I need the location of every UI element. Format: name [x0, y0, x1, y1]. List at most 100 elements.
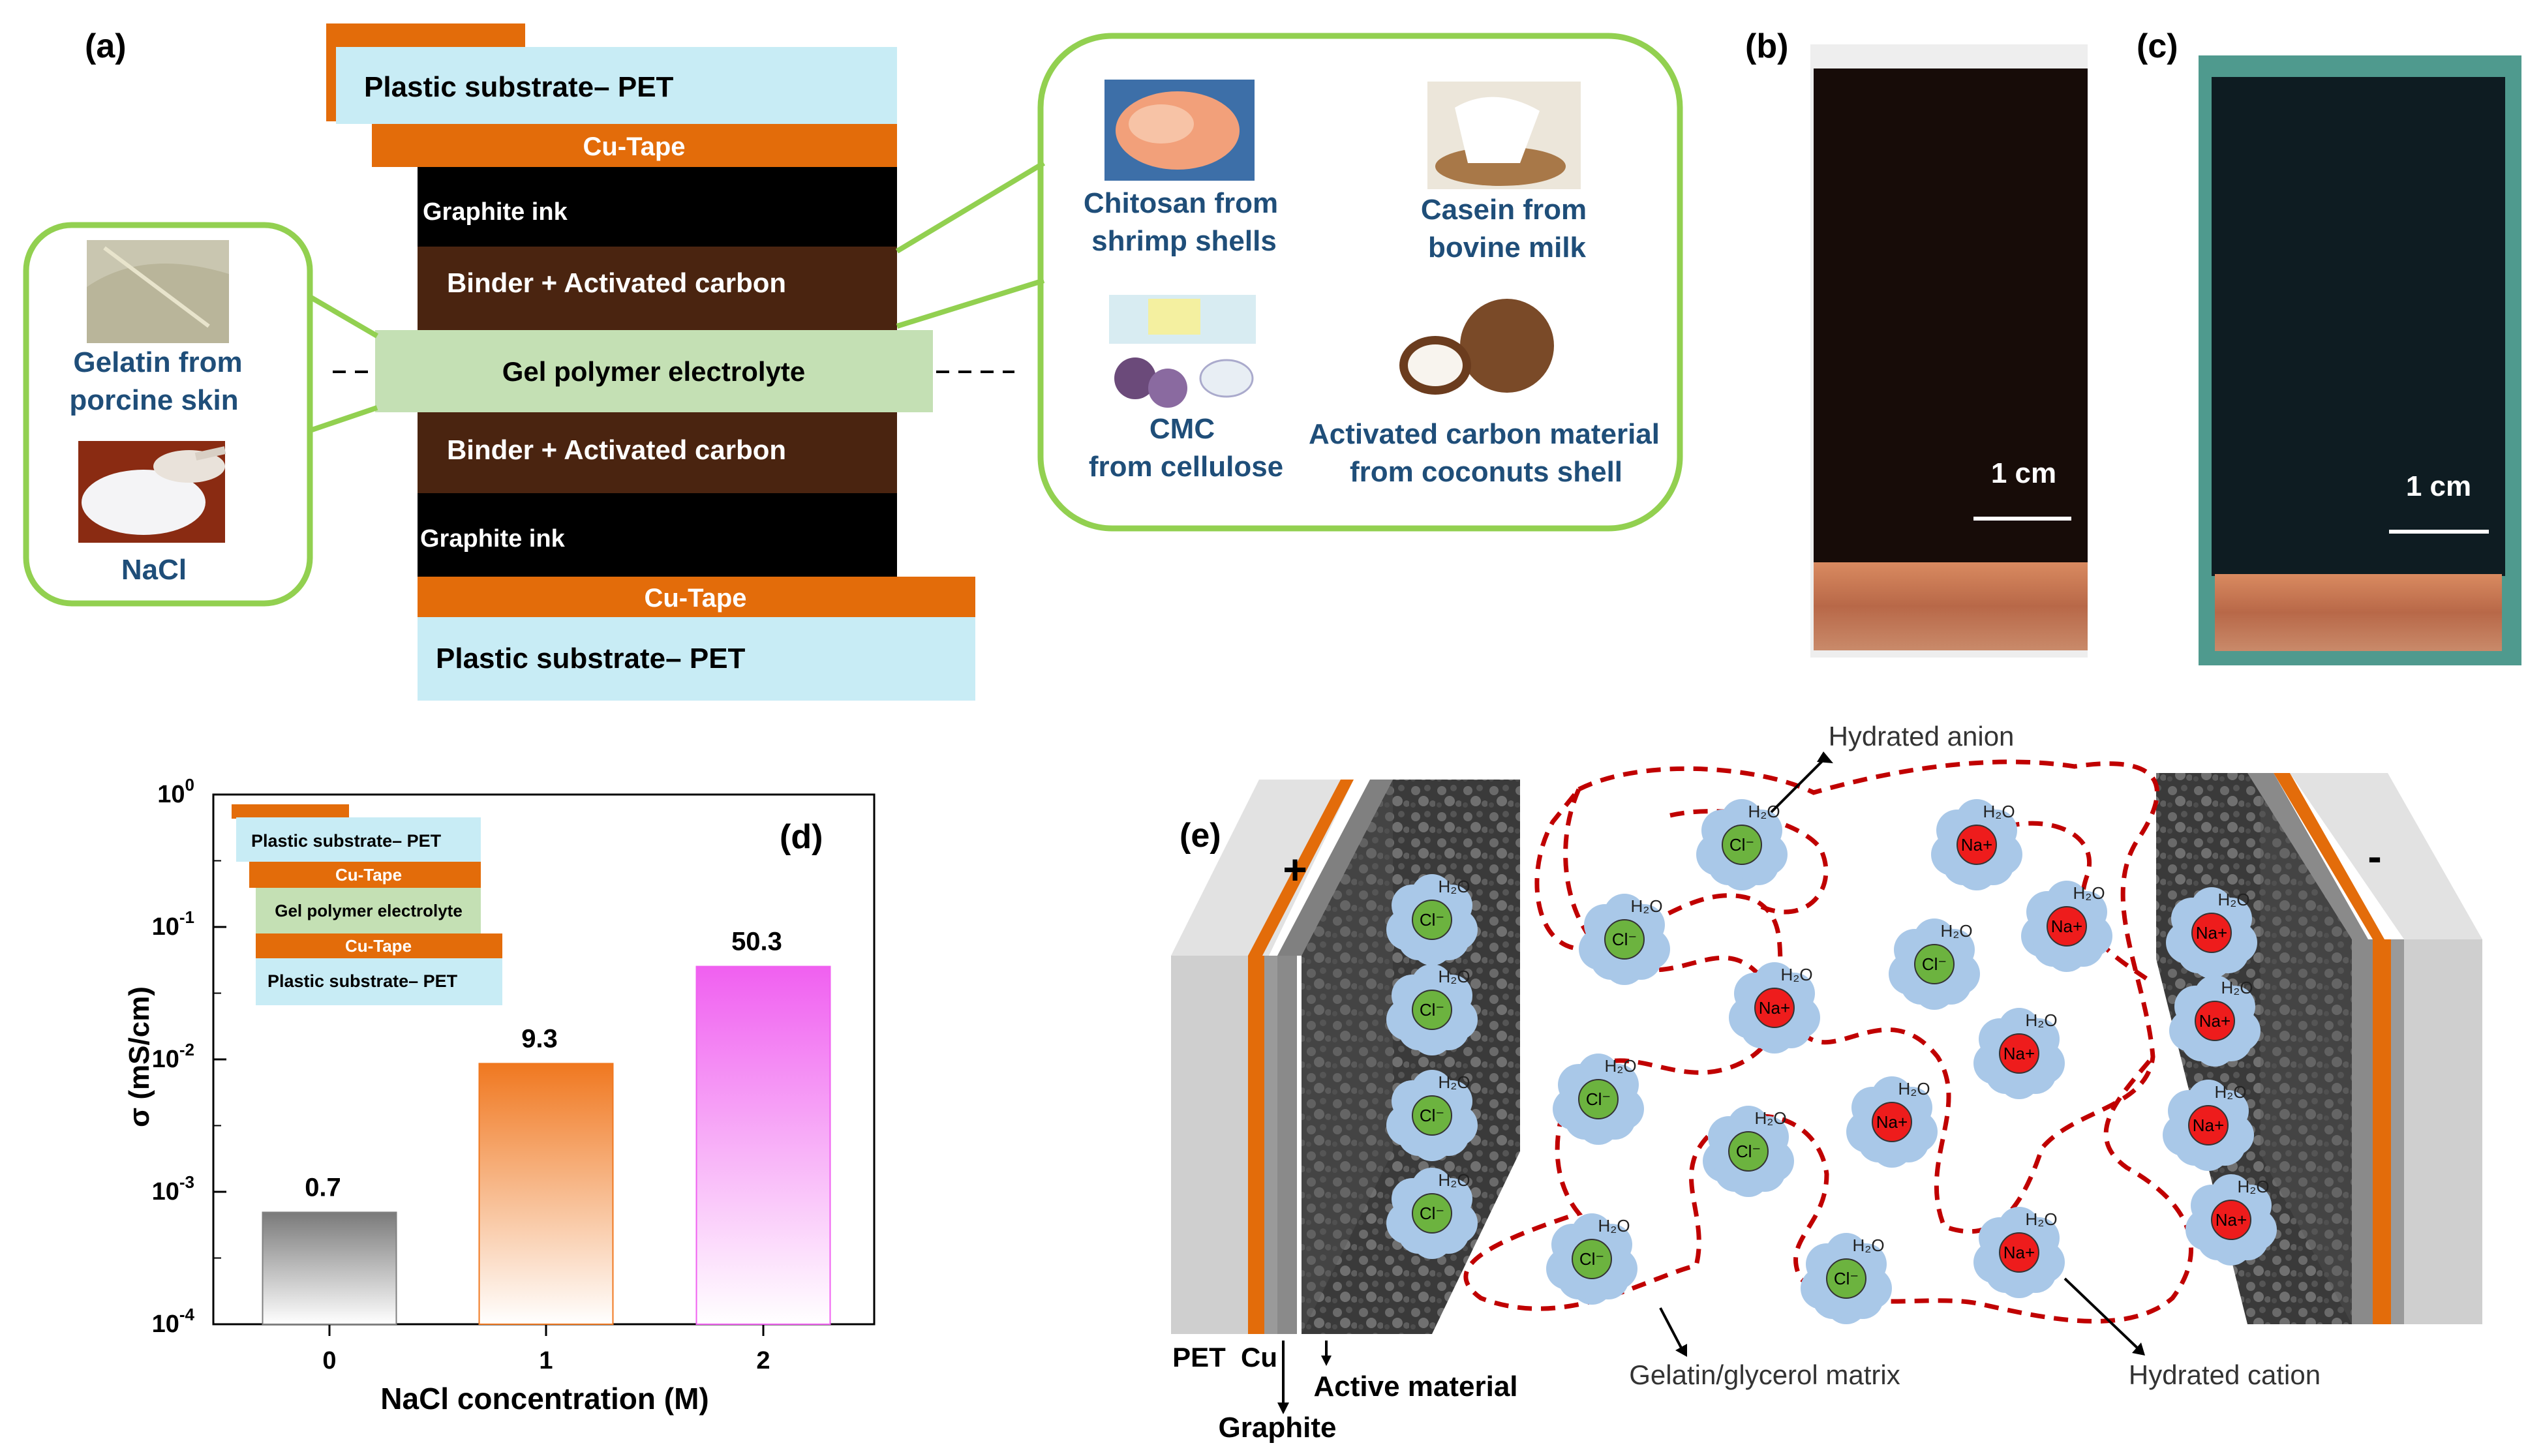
svg-text:H₂O: H₂O: [2237, 1177, 2269, 1196]
inset-cu-top: Cu-Tape: [335, 865, 402, 885]
y-axis-label: σ (mS/cm): [123, 986, 155, 1127]
label-hydrated-cation: Hydrated cation: [2129, 1359, 2321, 1390]
chloride-ion: Cl⁻ H₂O: [1696, 799, 1788, 890]
svg-text:Na+: Na+: [2216, 1210, 2247, 1230]
label-cu: Cu: [1241, 1342, 1277, 1373]
layer-gel: [375, 330, 933, 412]
casein-image: [1427, 82, 1581, 189]
label-casein-1: Casein from: [1421, 194, 1587, 226]
panel-a: (a) Plastic substrate– PET Cu-Tape Graph…: [23, 23, 1683, 701]
chloride-ion: Cl⁻H₂O: [1889, 918, 1980, 1010]
sodium-ion: Na+H₂O: [2021, 881, 2112, 972]
label-cmc-1: CMC: [1150, 413, 1215, 445]
x-axis-label: NaCl concentration (M): [380, 1382, 708, 1416]
arrowhead-hydrated-cation: [2132, 1342, 2145, 1356]
svg-text:Cl⁻: Cl⁻: [1729, 835, 1754, 855]
layer-binder-bottom: [418, 412, 897, 493]
layer-binder-top: [418, 247, 897, 330]
chloride-ion: Cl⁻ H₂O: [1801, 1233, 1892, 1324]
svg-text:H₂O: H₂O: [2073, 883, 2105, 903]
label-cu-top: Cu-Tape: [583, 132, 685, 161]
label-gelatin-1: Gelatin from: [73, 346, 242, 378]
gelatin-image: [87, 240, 229, 343]
y-tick-label: 100: [157, 775, 194, 808]
right-connector-top: [895, 160, 1046, 254]
scale-label-c: 1 cm: [2406, 470, 2471, 502]
panel-label-b: (b): [1745, 27, 1788, 65]
arrowhead-gelatin-matrix: [1675, 1344, 1687, 1357]
layer-cu-top: [372, 124, 897, 167]
chloride-ion: Cl⁻ H₂O: [1386, 1070, 1478, 1161]
y-tick-label: 10-3: [152, 1172, 194, 1206]
cmc-image: [1109, 295, 1256, 408]
svg-text:Na+: Na+: [2003, 1044, 2035, 1063]
svg-text:Cl⁻: Cl⁻: [1834, 1269, 1859, 1288]
label-graphite: Graphite: [1219, 1412, 1337, 1444]
svg-text:Na+: Na+: [2196, 923, 2227, 943]
photo-c-copper: [2215, 574, 2502, 651]
label-graphite-bottom: Graphite ink: [420, 525, 566, 553]
chloride-ion: Cl⁻H₂O: [1386, 964, 1478, 1055]
svg-text:Cl⁻: Cl⁻: [1420, 1106, 1444, 1125]
y-tick-label: 10-4: [152, 1305, 195, 1338]
bar-data-label: 50.3: [731, 928, 782, 956]
panel-b: (b) 1 cm: [1745, 27, 2088, 658]
chitosan-image: [1104, 80, 1255, 181]
svg-text:H₂O: H₂O: [1630, 896, 1662, 916]
sodium-ion: Na+H₂O: [1931, 799, 2022, 890]
label-carbon-1: Activated carbon material: [1309, 418, 1660, 450]
scale-label-b: 1 cm: [1991, 457, 2056, 489]
sodium-ion: Na+ H₂O: [1973, 1008, 2065, 1099]
chloride-ion: Cl⁻ H₂O: [1579, 894, 1670, 985]
arrowhead-active-material: [1321, 1356, 1332, 1366]
label-gel: Gel polymer electrolyte: [502, 356, 806, 387]
sodium-ion: Na+H₂O: [1729, 962, 1820, 1054]
svg-text:H₂O: H₂O: [2221, 978, 2253, 997]
left-electrode: +: [1171, 780, 1520, 1334]
arrowhead-graphite: [1277, 1403, 1289, 1414]
arrow-hydrated-anion: [1770, 755, 1828, 813]
x-tick-label: 0: [322, 1347, 336, 1374]
chloride-ion: Cl⁻H₂O: [1553, 1054, 1644, 1145]
svg-text:H₂O: H₂O: [2025, 1209, 2057, 1229]
svg-text:Cl⁻: Cl⁻: [1579, 1249, 1604, 1269]
svg-text:H₂O: H₂O: [2025, 1010, 2057, 1030]
layer-cu-bottom: [418, 577, 975, 617]
coconut-image: [1399, 299, 1554, 395]
svg-text:Cl⁻: Cl⁻: [1612, 930, 1637, 949]
bar-data-label: 0.7: [305, 1173, 341, 1202]
x-tick-label: 2: [756, 1347, 770, 1374]
label-cmc-2: from cellulose: [1089, 451, 1283, 483]
bar-2: [695, 965, 831, 1325]
svg-text:H₂O: H₂O: [1898, 1079, 1930, 1099]
label-chitosan-1: Chitosan from: [1084, 187, 1278, 219]
arrowhead-hydrated-anion: [1817, 751, 1833, 763]
svg-text:H₂O: H₂O: [1940, 921, 1972, 941]
photo-b-copper: [1814, 562, 2088, 650]
label-casein-2: bovine milk: [1428, 232, 1587, 264]
svg-text:H₂O: H₂O: [1852, 1236, 1884, 1255]
ions: Cl⁻H₂OCl⁻H₂OCl⁻H₂OCl⁻H₂OCl⁻H₂OCl⁻H₂OCl⁻H…: [1386, 799, 2277, 1324]
sodium-ion: Na+H₂O: [1846, 1076, 1938, 1168]
svg-text:H₂O: H₂O: [1748, 802, 1780, 821]
inset-cu-bottom: Cu-Tape: [345, 936, 412, 956]
label-pet-bottom: Plastic substrate– PET: [436, 643, 746, 675]
svg-text:Cl⁻: Cl⁻: [1736, 1142, 1761, 1161]
svg-text:H₂O: H₂O: [1754, 1108, 1786, 1128]
chart-inset: Plastic substrate– PET Cu-Tape Gel polym…: [232, 804, 502, 1005]
y-tick-label: 10-2: [152, 1040, 194, 1073]
svg-text:H₂O: H₂O: [1438, 1072, 1470, 1092]
svg-text:H₂O: H₂O: [1438, 1170, 1470, 1190]
label-binder-bottom: Binder + Activated carbon: [447, 434, 786, 465]
layer-graphite-top: [418, 167, 897, 247]
svg-text:H₂O: H₂O: [1598, 1216, 1630, 1236]
svg-text:Na+: Na+: [2193, 1115, 2224, 1135]
label-cu-bottom: Cu-Tape: [644, 584, 746, 613]
svg-text:H₂O: H₂O: [1604, 1056, 1636, 1076]
inset-gel: Gel polymer electrolyte: [275, 901, 463, 920]
label-graphite-top: Graphite ink: [423, 198, 568, 226]
